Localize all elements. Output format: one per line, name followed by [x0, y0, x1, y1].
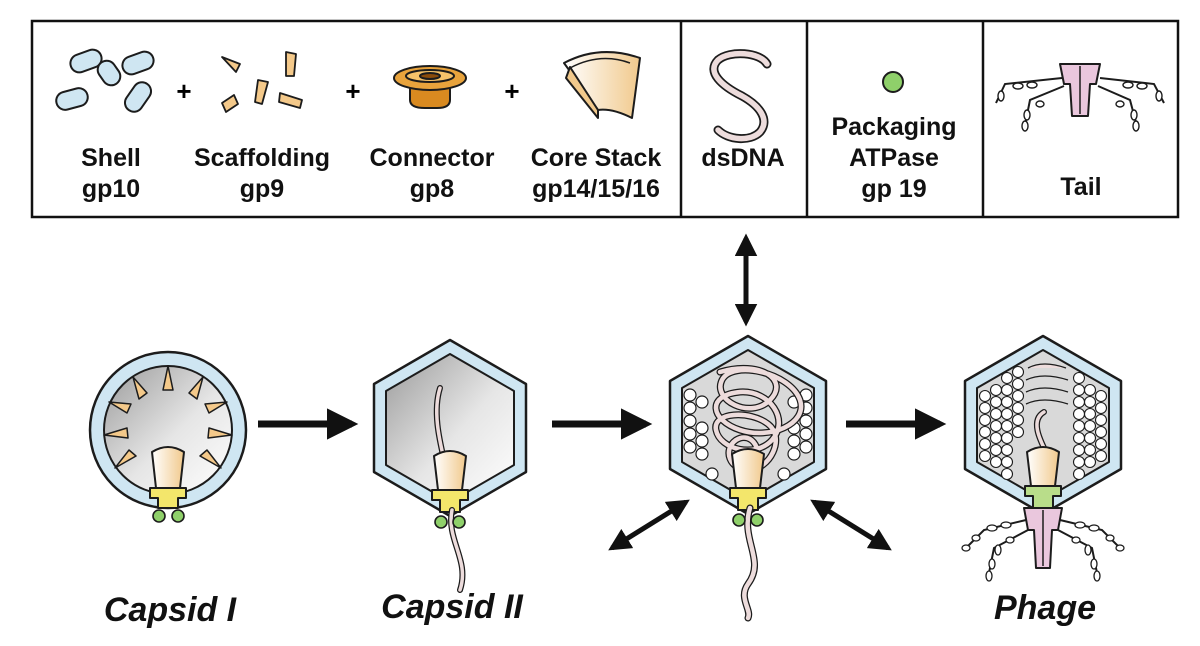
atpase-label-line2: ATPase	[849, 144, 939, 172]
connector-gene-label: gp8	[410, 175, 455, 203]
connector-icon	[393, 65, 467, 109]
phage-particle	[961, 334, 1125, 582]
packaging-intermediate-particle	[668, 334, 828, 622]
scaffolding-gene-label: gp9	[240, 175, 284, 203]
component-labels: Shell gp10 Scaffolding gp9 Connector gp8…	[81, 144, 661, 203]
shell-subunits-icon	[55, 48, 155, 113]
core-stack-label: Core Stack	[531, 144, 662, 172]
atpase-label-line1: Packaging	[831, 113, 956, 141]
plus-sign: +	[176, 76, 191, 106]
tail-label: Tail	[1060, 173, 1101, 201]
phage-label: Phage	[994, 589, 1096, 627]
capsid-i-label: Capsid I	[104, 591, 238, 629]
shell-gene-label: gp10	[82, 175, 140, 203]
core-stack-icon	[563, 51, 641, 119]
tail-icon	[995, 63, 1165, 132]
atpase-label-line3: gp 19	[861, 175, 926, 203]
capsid-i-particle	[88, 350, 248, 523]
plus-sign: +	[345, 76, 360, 106]
scaffolding-subunits-icon	[221, 51, 303, 113]
arrow-atpase-exchange	[608, 499, 690, 551]
arrow-tail-exchange	[810, 499, 892, 551]
connector-label: Connector	[370, 144, 495, 172]
packed-dna-ends	[683, 388, 813, 481]
shell-label: Shell	[81, 144, 141, 172]
dsdna-icon	[709, 49, 772, 143]
packed-dna-array	[978, 365, 1108, 481]
capsid-ii-label: Capsid II	[381, 588, 524, 626]
capsid-ii-particle	[372, 338, 528, 593]
scaffolding-label: Scaffolding	[194, 144, 330, 172]
atpase-icon	[882, 71, 904, 93]
core-stack-gene-label: gp14/15/16	[532, 175, 660, 203]
plus-sign: +	[504, 76, 519, 106]
dsdna-label: dsDNA	[701, 144, 784, 172]
plus-signs: + + +	[176, 76, 519, 106]
